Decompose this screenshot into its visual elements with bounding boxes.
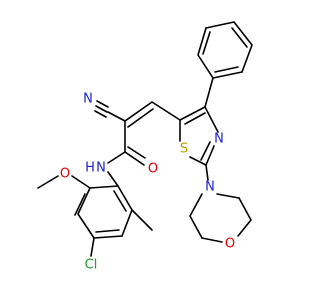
bond-ar-methyl bbox=[131, 209, 153, 231]
bond-methoxy-methyl bbox=[37, 175, 59, 189]
bond-ph3-ph4 bbox=[205, 21, 235, 29]
atom-methoxy-o: O bbox=[60, 167, 70, 182]
atom-thiazole-n: N bbox=[214, 132, 224, 147]
bond-c2-morph-n bbox=[205, 164, 209, 181]
bond-c4-phenyl bbox=[204, 77, 214, 108]
bond-nitrile-triple-a bbox=[95, 105, 108, 113]
bond-c2-s bbox=[189, 156, 207, 166]
bond-ph6-ph1 bbox=[212, 71, 243, 79]
bond-vinyl-thiazole bbox=[151, 101, 181, 121]
bond-ar6-ar1-double bbox=[113, 190, 127, 212]
bond-ph4-ph5 bbox=[233, 21, 253, 46]
bond-ar-cl bbox=[90, 237, 95, 257]
bond-mc3-c4 bbox=[189, 215, 203, 239]
bond-ar2-ar3 bbox=[77, 187, 91, 215]
bond-n3-c2 bbox=[205, 145, 215, 166]
bond-nh-aryl bbox=[107, 171, 119, 187]
bond-nitrile-triple-b bbox=[96, 100, 109, 108]
bond-nitrile-triple-c bbox=[94, 110, 107, 118]
bond-ar4-ar5-double bbox=[95, 229, 120, 233]
molecule-structure: N O N H O Cl S N N O bbox=[37, 21, 253, 273]
bond-c5-c4-double bbox=[184, 112, 206, 125]
bond-ph4-ph5-double bbox=[231, 27, 248, 48]
bond-ph2-ph3 bbox=[197, 27, 207, 56]
bond-mc4-n bbox=[189, 193, 203, 217]
bond-ar6-ar1 bbox=[117, 185, 133, 211]
bond-ph6-ph1-double bbox=[214, 66, 239, 73]
bond-nitrile-to-alpha bbox=[107, 111, 126, 122]
bond-ar-methoxy-o bbox=[71, 175, 91, 189]
atom-nitrile-n: N bbox=[83, 92, 93, 107]
bond-alpha-vinyl bbox=[124, 101, 153, 122]
bond-c4-n3 bbox=[204, 106, 219, 133]
bond-ar1-ar2 bbox=[89, 185, 119, 189]
bond-mo-c3 bbox=[201, 237, 223, 243]
atom-thiazole-s: S bbox=[180, 142, 188, 157]
atom-carbonyl-o: O bbox=[148, 162, 158, 177]
bond-n3-c2-double bbox=[200, 141, 211, 161]
atom-chlorine: Cl bbox=[85, 258, 98, 273]
atom-amide-n: N bbox=[96, 161, 106, 176]
bond-carbonyl-o-double bbox=[127, 146, 146, 159]
atom-labels: N O N H O Cl S N N O bbox=[60, 92, 235, 273]
bond-ph2-ph3-double bbox=[202, 31, 211, 55]
bond-ph5-ph6 bbox=[241, 44, 253, 73]
bond-ar3-ar4 bbox=[77, 213, 95, 239]
bond-carbonyl-nh bbox=[107, 151, 126, 164]
bond-ar2-ar3-double bbox=[74, 193, 86, 216]
bond-mc2-o bbox=[237, 219, 252, 237]
bond-alpha-vinyl-double bbox=[127, 108, 154, 128]
atom-amide-h: H bbox=[85, 161, 95, 176]
bond-carbonyl-o bbox=[124, 151, 145, 166]
bonds bbox=[37, 21, 253, 257]
atom-morpholine-n: N bbox=[205, 180, 215, 195]
bond-c5-c4 bbox=[179, 106, 206, 121]
bond-ar5-ar6 bbox=[121, 209, 133, 237]
bond-mn-c1 bbox=[216, 193, 240, 199]
bond-ar4-ar5 bbox=[93, 235, 123, 239]
bond-ph1-ph2 bbox=[197, 54, 214, 79]
bond-mc1-c2 bbox=[238, 197, 252, 221]
atom-morpholine-o: O bbox=[225, 237, 235, 252]
